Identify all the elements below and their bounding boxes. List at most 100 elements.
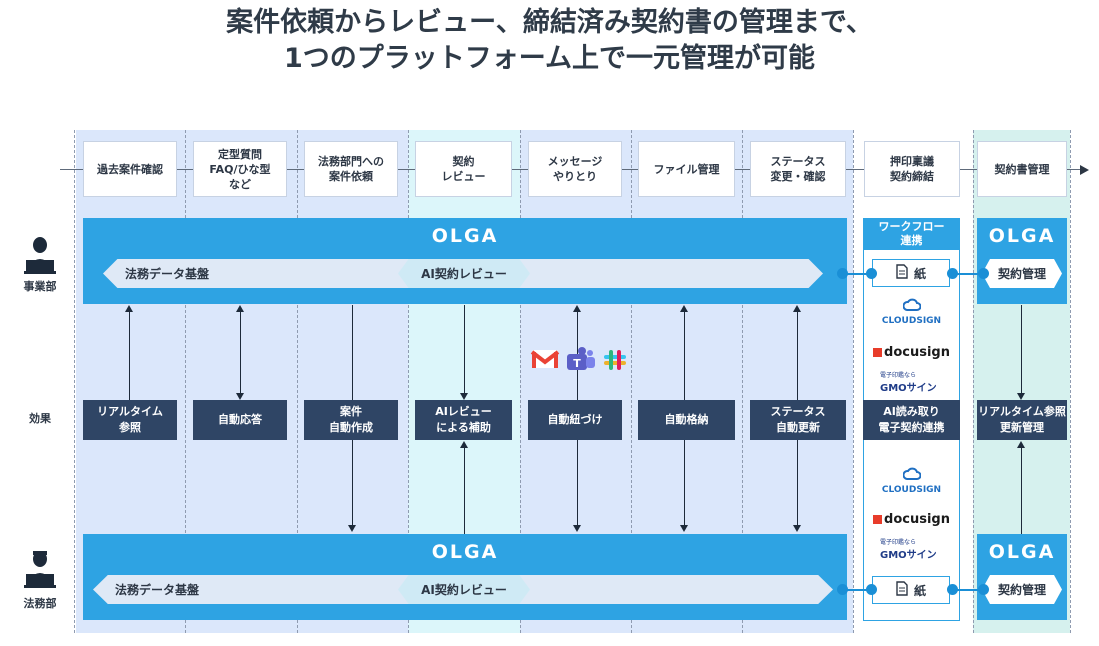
connector [842, 273, 876, 275]
connector-dot [978, 584, 989, 595]
arrow-head-up [125, 305, 133, 312]
paper-label: 紙 [913, 266, 926, 281]
teams-icon: T [567, 347, 595, 370]
legal-person-icon [22, 548, 58, 588]
column-separator [408, 130, 409, 633]
business-person-icon [22, 234, 58, 274]
column-separator [973, 130, 974, 633]
olga-logo: OLGA [988, 225, 1056, 247]
arrow-head-down [236, 393, 244, 400]
arrow-head-up [793, 305, 801, 312]
gmo-sign-label: GMOサイン [880, 383, 937, 394]
arrow-head-up [573, 305, 581, 312]
svg-text:T: T [573, 357, 581, 370]
arrow-head-down [348, 525, 356, 532]
step-case-request: 法務部門への 案件依頼 [304, 141, 398, 197]
arrow-line [129, 312, 130, 400]
step-file-management: ファイル管理 [638, 141, 735, 197]
cloudsign-icon [863, 466, 960, 485]
effect-auto-linking: 自動紐づけ [528, 400, 622, 440]
gmo-sign-logo: 電子印鑑なら GMOサイン [880, 370, 950, 394]
legal-data-platform-label: 法務データ基盤 [125, 267, 210, 281]
connector-dot [866, 268, 877, 279]
cloudsign-label: CLOUDSIGN [881, 316, 942, 326]
effect-auto-case-creation: 案件 自動作成 [304, 400, 398, 440]
arrow-line [464, 448, 465, 534]
legal-label: 法務部 [23, 597, 57, 610]
arrow-head-down [793, 525, 801, 532]
ai-review-pill: AI契約レビュー [398, 575, 530, 604]
step-contract-management: 契約書管理 [977, 141, 1067, 197]
arrow-head-up [680, 305, 688, 312]
olga-logo: OLGA [431, 225, 499, 247]
docusign-logo: docusign [863, 509, 960, 529]
column-separator [853, 130, 854, 633]
arrow-head-down [573, 525, 581, 532]
process-arrow-head [1080, 165, 1089, 175]
arrow-head-down [680, 525, 688, 532]
column-separator [631, 130, 632, 633]
document-icon [896, 264, 908, 282]
connector-dot [837, 584, 848, 595]
arrow-head-up [460, 441, 468, 448]
column-separator [1070, 130, 1071, 633]
gmo-sign-logo: 電子印鑑なら GMOサイン [880, 537, 950, 561]
olga-logo: OLGA [988, 541, 1056, 563]
connector-dot [947, 584, 958, 595]
arrow-line [464, 305, 465, 393]
docusign-label: docusign [884, 511, 950, 527]
gmo-sign-label: GMOサイン [880, 550, 937, 561]
arrow-head-up [236, 305, 244, 312]
paper-box: 紙 [872, 576, 950, 604]
connector-dot [837, 268, 848, 279]
gmail-icon [530, 350, 560, 368]
docusign-icon [873, 347, 883, 357]
step-contract-review: 契約 レビュー [415, 141, 512, 197]
step-status: ステータス 変更・確認 [750, 141, 846, 197]
connector-dot [866, 584, 877, 595]
column-separator [185, 130, 186, 633]
slack-icon [604, 350, 626, 370]
connector [842, 589, 876, 591]
step-seal-signing: 押印稟議 契約締結 [864, 141, 960, 197]
column-separator [520, 130, 521, 633]
docusign-icon [873, 514, 883, 524]
cloudsign-icon [863, 297, 960, 316]
effect-realtime-reference: リアルタイム 参照 [83, 400, 177, 440]
paper-box: 紙 [872, 259, 950, 287]
cloudsign-logo: CLOUDSIGN [863, 466, 960, 500]
arrow-head-down [460, 393, 468, 400]
step-past-case-check: 過去案件確認 [83, 141, 177, 197]
effect-auto-status-update: ステータス 自動更新 [750, 400, 846, 440]
arrow-head-down [1017, 393, 1025, 400]
step-messaging: メッセージ やりとり [528, 141, 622, 197]
connector [952, 273, 988, 275]
connector-dot [947, 268, 958, 279]
docusign-label: docusign [884, 344, 950, 360]
cloudsign-logo: CLOUDSIGN [863, 297, 960, 331]
page-title-line1: 案件依頼からレビュー、締結済み契約書の管理まで、 [226, 7, 873, 38]
business-label: 事業部 [23, 280, 57, 293]
olga-logo: OLGA [431, 541, 499, 563]
legal-data-platform-label: 法務データ基盤 [115, 583, 200, 597]
column-separator [74, 130, 75, 633]
document-icon [896, 581, 908, 599]
arrow-line [240, 312, 241, 394]
connector-dot [978, 268, 989, 279]
arrow-head-up [1017, 441, 1025, 448]
ai-review-pill: AI契約レビュー [398, 259, 530, 288]
paper-label: 紙 [913, 583, 926, 598]
arrow-line [1021, 448, 1022, 534]
effect-auto-storage: 自動格納 [638, 400, 735, 440]
column-separator [297, 130, 298, 633]
effect-auto-response: 自動応答 [193, 400, 287, 440]
docusign-logo: docusign [863, 342, 960, 362]
contract-management-pill: 契約管理 [982, 259, 1062, 288]
connector [952, 589, 988, 591]
step-faq-template: 定型質問 FAQ/ひな型 など [193, 141, 287, 197]
messaging-icons: T [530, 344, 630, 372]
effect-label: 効果 [29, 412, 51, 425]
cloudsign-label: CLOUDSIGN [881, 485, 942, 495]
column-separator [742, 130, 743, 633]
arrow-line [1021, 305, 1022, 393]
